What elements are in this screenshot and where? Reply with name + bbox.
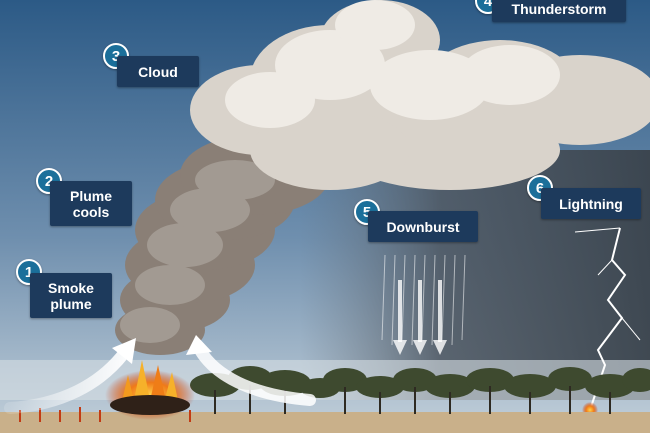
inflow-arrow-right [194, 344, 316, 406]
step-5-label: Downburst [368, 211, 478, 242]
step-2-label-line1: Plume [69, 187, 112, 204]
step-5-label-text: Downburst [386, 218, 460, 235]
step-1-label-line2: plume [50, 295, 92, 312]
lightning-bolt [574, 227, 641, 411]
downburst-arrows [393, 280, 447, 355]
step-6-number: 6 [535, 179, 545, 197]
step-4-number: 4 [483, 0, 493, 10]
step-3-number: 3 [111, 47, 121, 65]
step-4-label-text: Thunderstorm [511, 1, 607, 17]
step-6-label: Lightning [541, 188, 641, 219]
step-1-label: Smoke plume [30, 273, 112, 318]
step-3-label: Cloud [117, 56, 199, 87]
cloud-highlights [225, 0, 560, 128]
step-6-label-text: Lightning [559, 195, 623, 212]
inflow-arrowhead-left [112, 338, 136, 364]
step-1-label-line1: Smoke [48, 279, 94, 296]
ground [0, 412, 650, 433]
burning-grass [19, 407, 191, 422]
step-2-label: Plume cools [50, 181, 132, 226]
step-1-badge: 1 [16, 259, 42, 285]
downburst-rain [381, 254, 466, 346]
bushfire [105, 360, 195, 420]
step-2-number: 2 [44, 172, 54, 190]
step-4-label: Thunderstorm [492, 0, 626, 22]
inflow-arrow-left [4, 346, 131, 414]
step-3-label-text: Cloud [138, 63, 178, 80]
step-2-label-line2: cools [72, 203, 110, 220]
step-5-number: 5 [362, 203, 372, 221]
inflow-arrowhead-right [186, 335, 212, 355]
smoke-highlights [120, 160, 275, 343]
step-1-number: 1 [24, 263, 34, 281]
